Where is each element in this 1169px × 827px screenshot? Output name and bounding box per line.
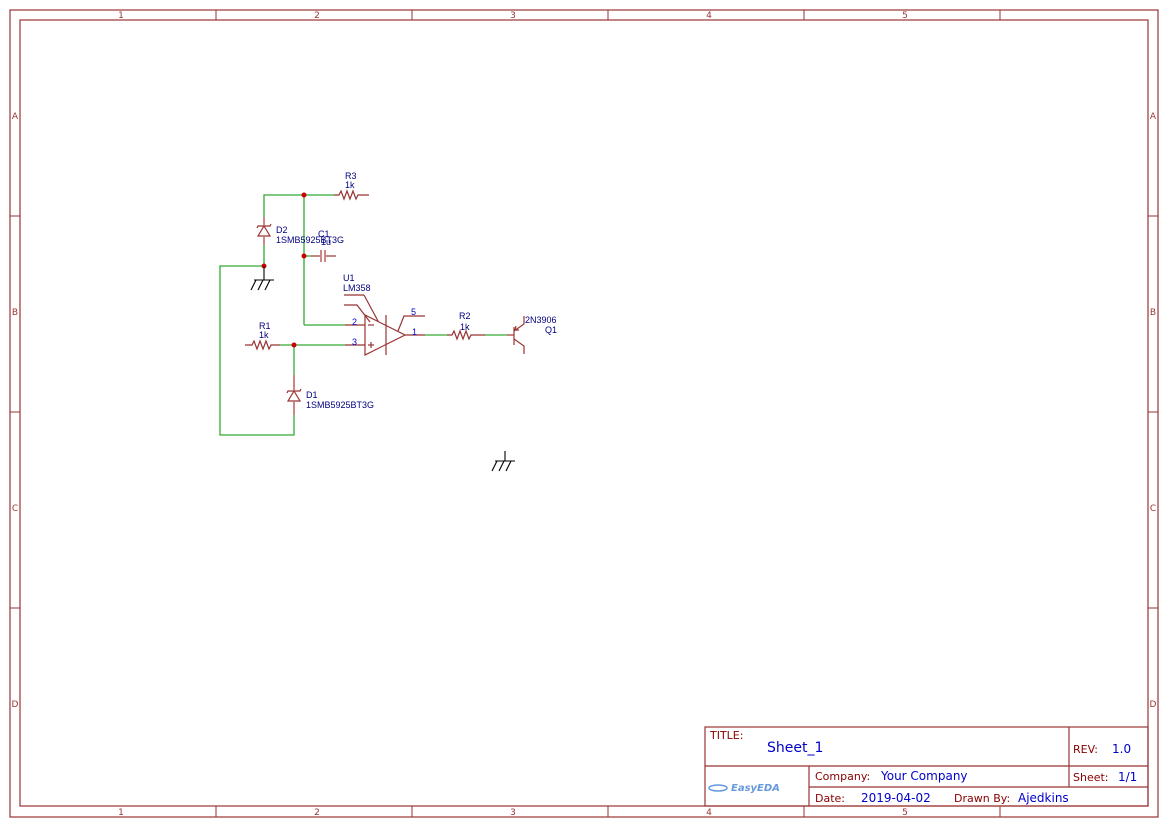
title-block: TITLE: Sheet_1 REV: 1.0 Company: Your Co…	[704, 726, 1149, 807]
q1-ref: Q1	[545, 325, 557, 335]
resistor-r1[interactable]: R1 1k	[245, 321, 280, 351]
wire[interactable]	[263, 194, 334, 217]
col-label-bottom: 3	[510, 808, 516, 818]
wire[interactable]	[219, 245, 295, 436]
sheet-value: 1/1	[1118, 770, 1137, 784]
junction	[301, 192, 307, 198]
u1-pin-3: 3	[352, 337, 357, 347]
sheet-label: Sheet:	[1073, 771, 1109, 784]
row-label-right: C	[1150, 504, 1156, 514]
ground-icon	[491, 451, 515, 472]
zone-ticks	[10, 10, 1158, 817]
rev-label: REV:	[1073, 743, 1098, 756]
col-label-top: 2	[314, 11, 320, 21]
d1-ref: D1	[306, 390, 318, 400]
title-label: TITLE:	[709, 729, 743, 742]
logo-text: EasyEDA	[731, 783, 780, 794]
cloud-icon	[708, 784, 728, 792]
zener-diode-d1[interactable]: D1 1SMB5925BT3G	[286, 375, 374, 415]
col-label-top: 1	[118, 11, 124, 21]
row-label-left: B	[12, 308, 18, 318]
company-value: Your Company	[880, 769, 968, 783]
col-label-top: 3	[510, 11, 516, 21]
date-value: 2019-04-02	[861, 791, 931, 805]
resistor-r3[interactable]: R3 1k	[334, 171, 369, 201]
col-label-bottom: 1	[118, 808, 124, 818]
col-label-bottom: 2	[314, 808, 320, 818]
rev-value: 1.0	[1112, 742, 1131, 756]
u1-pin-5: 5	[411, 307, 416, 317]
row-label-left: D	[12, 700, 19, 710]
col-label-bottom: 4	[706, 808, 712, 818]
r1-ref: R1	[259, 321, 271, 331]
r3-value: 1k	[345, 180, 355, 190]
transistor-q1[interactable]: 2N3906 Q1	[507, 315, 557, 354]
easyeda-logo: EasyEDA	[708, 783, 780, 794]
q1-value: 2N3906	[525, 315, 557, 325]
d1-value: 1SMB5925BT3G	[306, 400, 374, 410]
row-label-right: D	[1150, 700, 1157, 710]
company-label: Company:	[815, 770, 870, 783]
zener-diode-d2[interactable]: D2 1SMB5925BT3G	[256, 217, 344, 245]
c1-value: 1u	[321, 237, 331, 247]
c1-ref: C1	[318, 229, 330, 239]
r2-ref: R2	[459, 311, 471, 321]
row-label-left: C	[12, 504, 18, 514]
inner-frame	[19, 19, 1149, 807]
col-label-top: 5	[902, 11, 908, 21]
u1-pin-2: 2	[352, 317, 357, 327]
opamp-u1[interactable]: U1 LM358 2 3 1 5	[343, 273, 425, 356]
d2-value: 1SMB5925BT3G	[276, 235, 344, 245]
col-label-top: 4	[706, 11, 712, 21]
drawn-by-value: Ajedkins	[1018, 791, 1069, 805]
wires	[219, 194, 507, 436]
junction	[291, 342, 297, 348]
row-label-right: A	[1150, 112, 1157, 122]
ground-icon	[250, 266, 274, 291]
r3-ref: R3	[345, 171, 357, 181]
capacitor-c1[interactable]: C1 1u	[311, 229, 336, 262]
row-label-left: A	[12, 112, 19, 122]
d2-ref: D2	[276, 225, 288, 235]
r2-value: 1k	[460, 322, 470, 332]
drawn-by-label: Drawn By:	[954, 792, 1010, 805]
junction	[301, 253, 307, 259]
outer-frame	[9, 9, 1159, 818]
row-label-right: B	[1150, 308, 1156, 318]
u1-pin-1: 1	[412, 327, 417, 337]
u1-value: LM358	[343, 283, 371, 293]
col-label-bottom: 5	[902, 808, 908, 818]
resistor-r2[interactable]: R2 1k	[447, 311, 485, 341]
sheet-title: Sheet_1	[767, 740, 823, 756]
date-label: Date:	[815, 792, 845, 805]
u1-ref: U1	[343, 273, 355, 283]
r1-value: 1k	[259, 330, 269, 340]
